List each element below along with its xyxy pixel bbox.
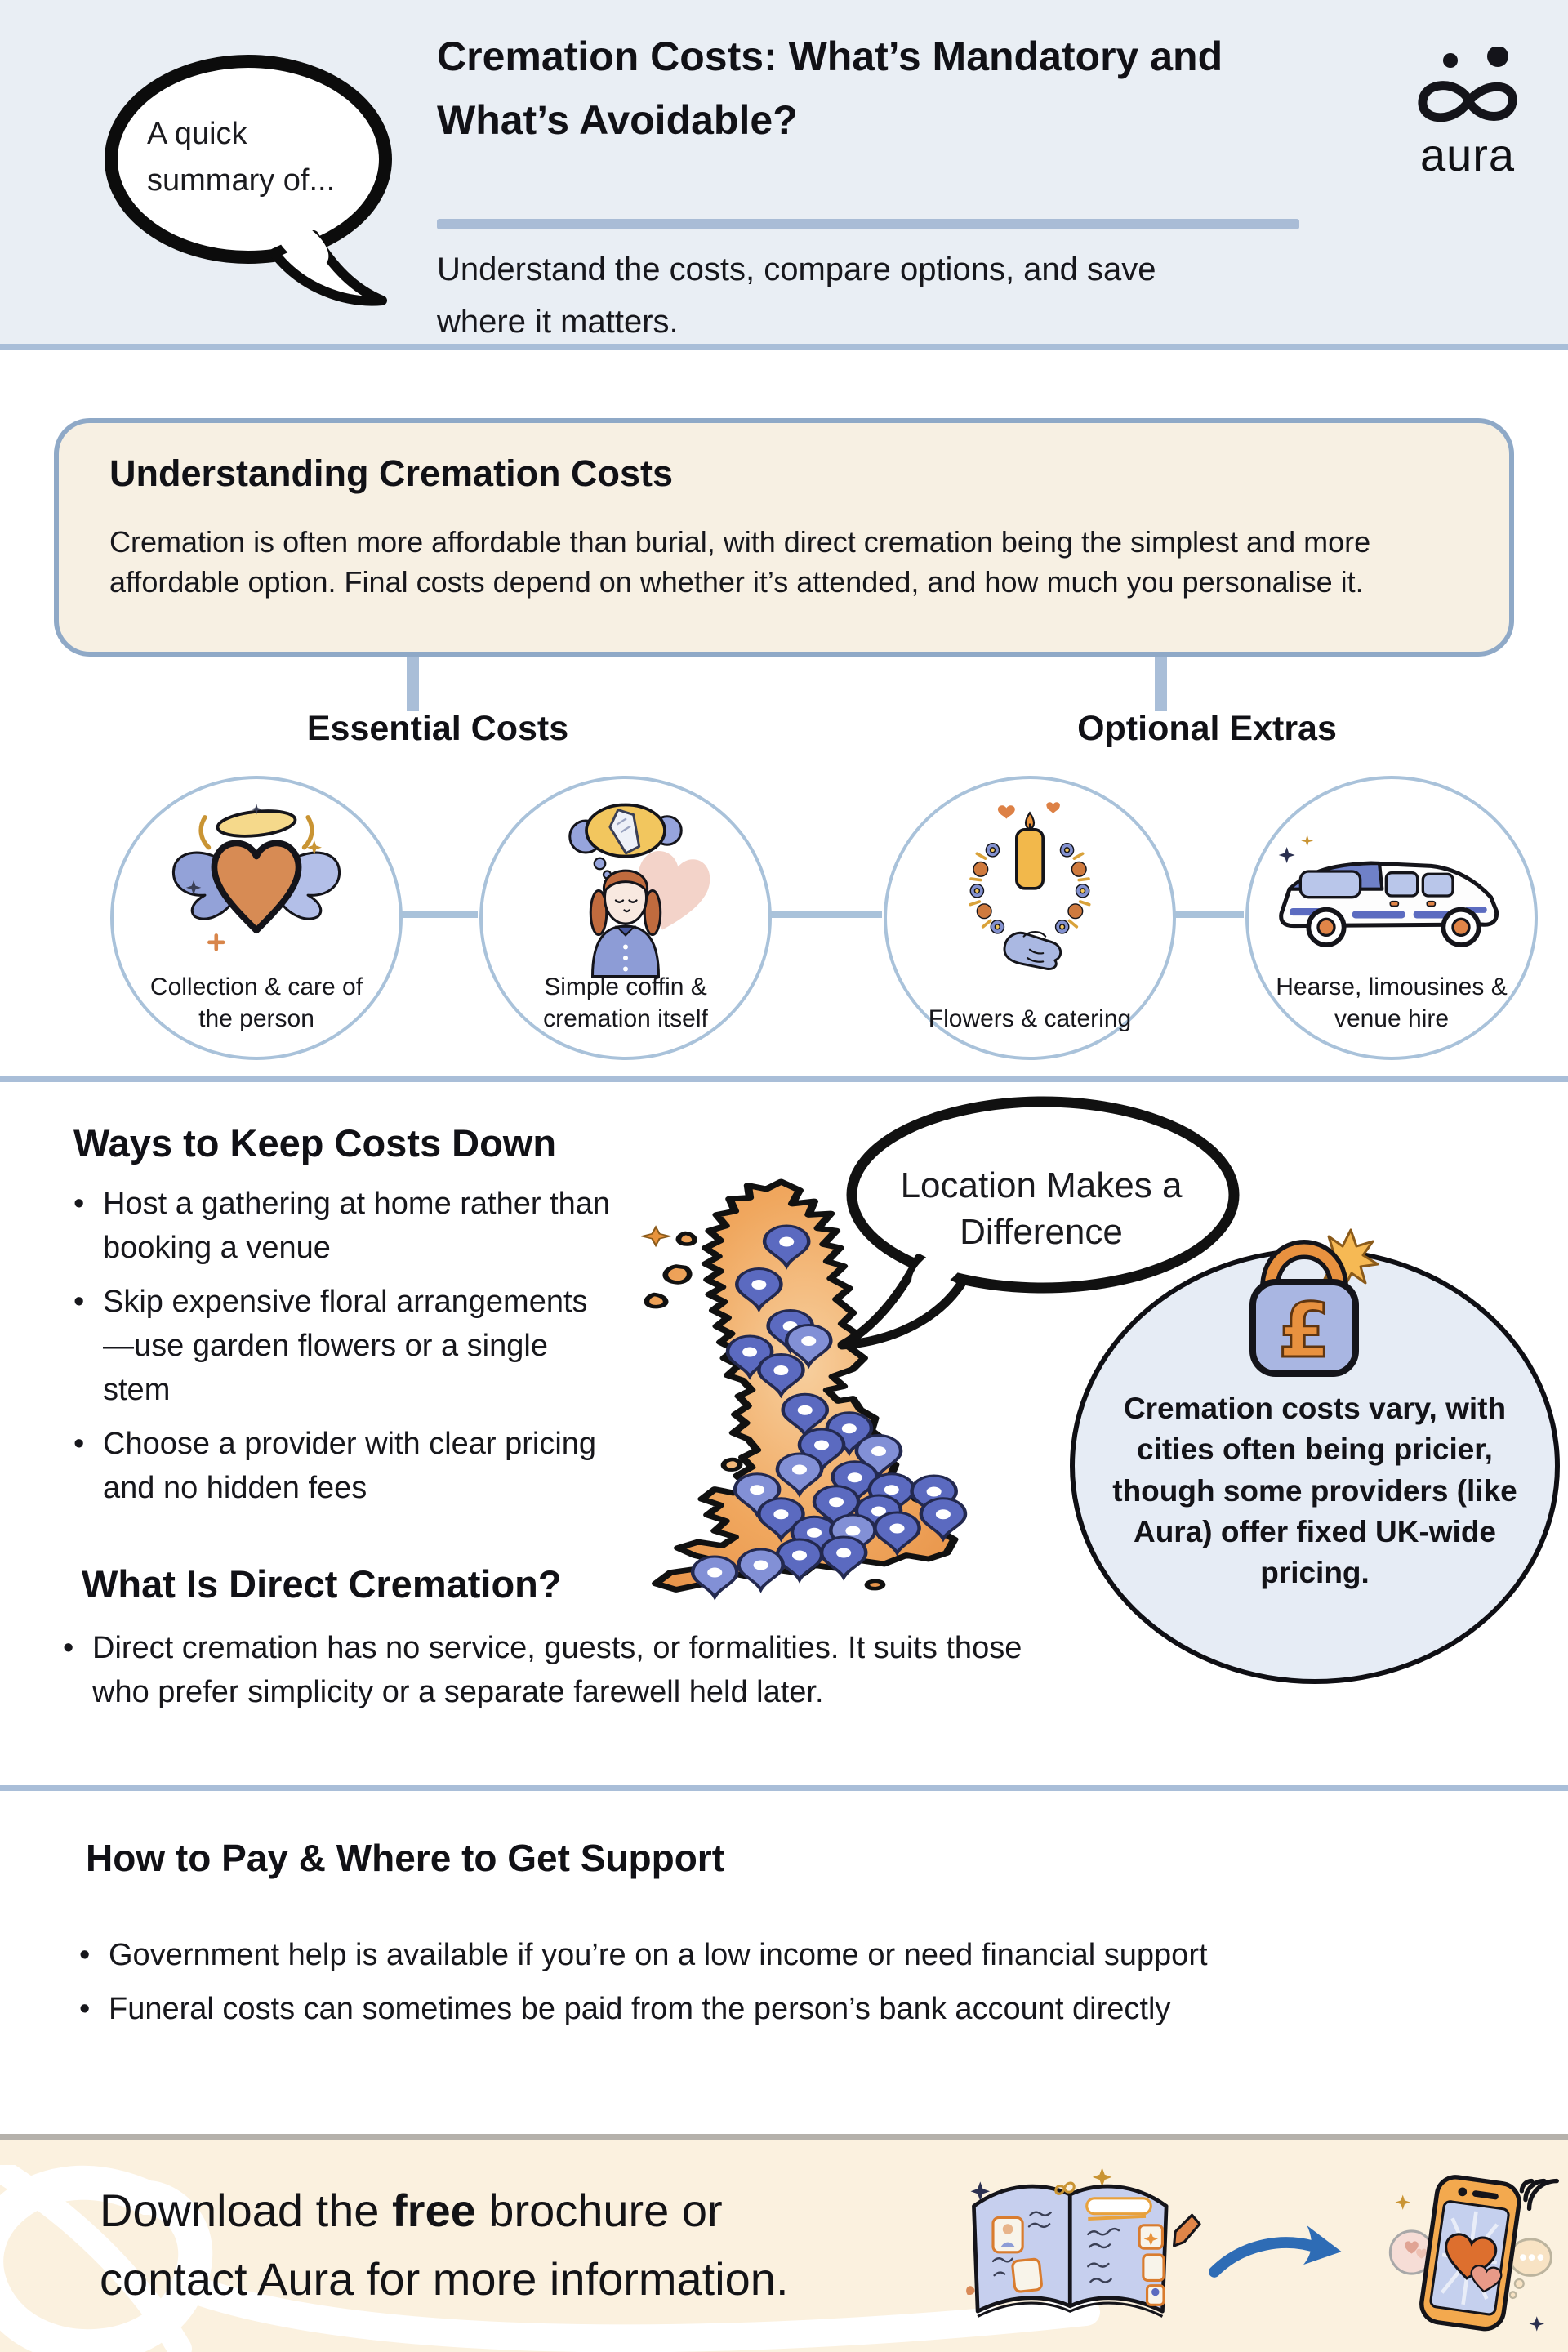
title-underline	[437, 219, 1299, 229]
uk-map-pins-icon	[639, 1178, 973, 1603]
list-item: Skip expensive floral arrangements—use g…	[72, 1281, 611, 1413]
understanding-costs-box: Understanding Cremation Costs Cremation …	[54, 418, 1514, 657]
summary-speech-bubble: A quick summary of...	[91, 39, 410, 317]
footer-text-bold: free	[392, 2185, 476, 2236]
ways-heading: Ways to Keep Costs Down	[74, 1121, 557, 1165]
circle-connector	[398, 911, 478, 918]
candle-wreath-icon	[969, 802, 1091, 970]
section-divider	[0, 1076, 1568, 1082]
circle-connector	[1171, 911, 1244, 918]
uk-map	[639, 1174, 973, 1603]
ways-bullet: Choose a provider with clear pricing and…	[103, 1426, 597, 1505]
pound-padlock-svg: £	[1250, 1228, 1379, 1377]
cost-item-flowers-catering: Flowers & catering	[884, 776, 1176, 1060]
footer-text: Download the free brochure or contact Au…	[100, 2176, 851, 2314]
optional-extras-heading: Optional Extras	[1077, 709, 1337, 748]
cost-item-collection-care: Collection & care of the person	[110, 776, 403, 1060]
aura-wordmark: aura	[1419, 129, 1516, 180]
location-speech-bubble: Location Makes a Difference	[837, 1090, 1245, 1364]
aura-logo: aura	[1398, 46, 1537, 181]
cost-item-coffin-cremation: Simple coffin & cremation itself	[479, 776, 772, 1060]
footer: Download the free brochure or contact Au…	[0, 2140, 1568, 2352]
list-item: Host a gathering at home rather than boo…	[72, 1183, 611, 1271]
pound-symbol: £	[1278, 1287, 1330, 1374]
footer-text-after: brochure or contact Aura for more inform…	[100, 2185, 789, 2305]
summary-bubble-text: A quick summary of...	[147, 117, 336, 198]
essential-costs-heading: Essential Costs	[306, 709, 569, 748]
footer-divider	[0, 2134, 1568, 2140]
coffin-thought-icon	[568, 803, 710, 978]
aura-infinity-icon	[1418, 46, 1517, 122]
location-bubble-icon	[837, 1096, 1240, 1350]
footer-text-before: Download the	[100, 2185, 393, 2236]
page-title: Cremation Costs: What’s Mandatory and Wh…	[437, 33, 1223, 143]
aura-watermark-icon	[0, 2165, 1100, 2352]
brochure-book-icon	[966, 2167, 1201, 2318]
curved-arrow-icon	[1209, 2225, 1342, 2278]
pricing-note-text: Cremation costs vary, with cities often …	[1112, 1392, 1517, 1590]
summary-box-body: Cremation is often more affordable than …	[109, 525, 1371, 599]
support-heading: How to Pay & Where to Get Support	[86, 1837, 725, 1879]
list-item: Funeral costs can sometimes be paid from…	[78, 1988, 1482, 2032]
direct-cremation-heading: What Is Direct Cremation?	[82, 1562, 562, 1606]
location-bubble-text: Location Makes a Difference	[900, 1165, 1183, 1253]
list-item: Government help is available if you’re o…	[78, 1934, 1482, 1978]
cost-item-label: Flowers & catering	[928, 1005, 1132, 1033]
cost-item-label: Simple coffin & cremation itself	[543, 973, 708, 1033]
cost-item-label: Collection & care of the person	[149, 973, 363, 1033]
pound-padlock-icon: £	[1218, 1207, 1390, 1395]
support-list: Government help is available if you’re o…	[78, 1934, 1482, 2042]
connector-optional	[1155, 657, 1167, 710]
support-bullet: Funeral costs can sometimes be paid from…	[109, 1991, 1171, 2026]
hearse-icon	[1278, 835, 1499, 947]
ways-list: Host a gathering at home rather than boo…	[72, 1183, 611, 1521]
winged-heart-icon	[172, 803, 341, 951]
list-item: Choose a provider with clear pricing and…	[72, 1423, 611, 1511]
page-subtitle: Understand the costs, compare options, a…	[437, 252, 1156, 340]
summary-box-heading: Understanding Cremation Costs	[109, 452, 674, 494]
phone-hearts-icon	[1388, 2175, 1559, 2332]
section-divider	[0, 1785, 1568, 1791]
list-item: Direct cremation has no service, guests,…	[61, 1627, 1074, 1715]
cost-item-hearse-venue: Hearse, limousines & venue hire	[1245, 776, 1538, 1060]
direct-cremation-list: Direct cremation has no service, guests,…	[61, 1627, 1074, 1725]
direct-bullet: Direct cremation has no service, guests,…	[92, 1631, 1022, 1709]
header: A quick summary of... Cremation Costs: W…	[0, 0, 1568, 350]
support-bullet: Government help is available if you’re o…	[109, 1938, 1208, 1972]
ways-bullet: Skip expensive floral arrangements—use g…	[103, 1284, 588, 1407]
ways-bullet: Host a gathering at home rather than boo…	[103, 1187, 611, 1265]
circle-connector	[767, 911, 882, 918]
speech-bubble-icon	[105, 55, 392, 306]
cost-item-label: Hearse, limousines & venue hire	[1276, 973, 1508, 1033]
connector-essential	[407, 657, 419, 710]
